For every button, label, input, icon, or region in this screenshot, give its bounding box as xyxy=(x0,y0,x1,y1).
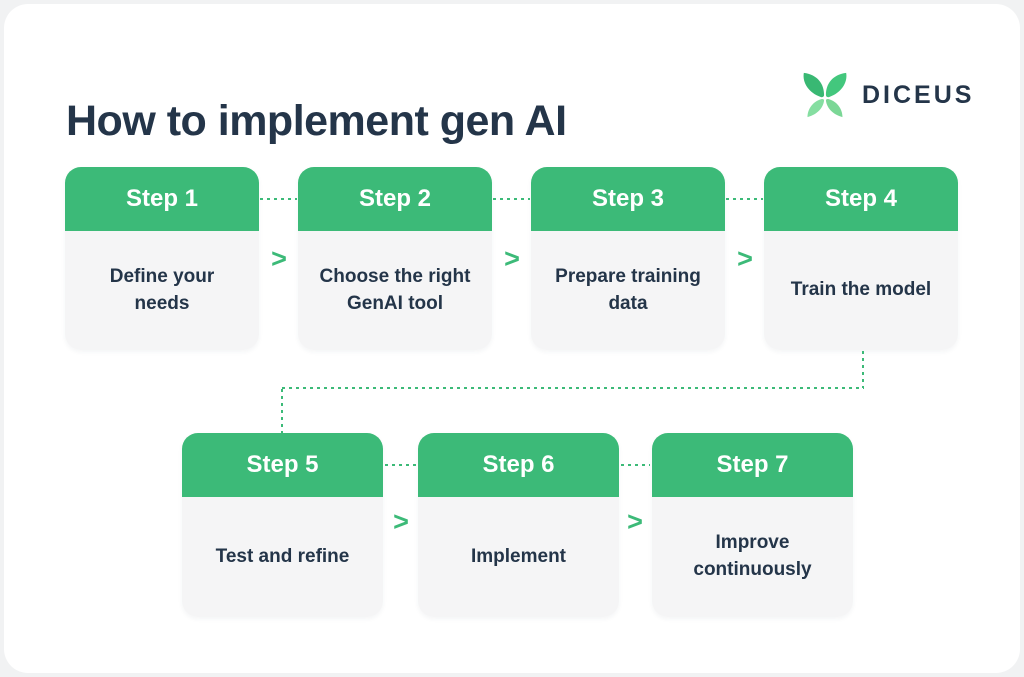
step-card-header: Step 6 xyxy=(418,433,619,497)
step-card-body: Define your needs xyxy=(65,231,259,350)
step-description: Test and refine xyxy=(215,545,350,567)
step-card-7: Step 7 Improve continuously xyxy=(652,433,853,617)
dashed-connector-step2-step3 xyxy=(493,198,530,200)
chevron-right-icon: > xyxy=(737,243,753,274)
step-card-header: Step 5 xyxy=(182,433,383,497)
infographic-canvas: How to implement gen AI DICEUS Step 1 De… xyxy=(4,4,1020,673)
step-card-body: Train the model xyxy=(764,231,958,350)
chevron-right-icon: > xyxy=(271,243,287,274)
dashed-connector-step5-step6 xyxy=(385,464,416,466)
chevron-right-icon: > xyxy=(627,506,643,537)
page-title: How to implement gen AI xyxy=(66,96,567,145)
step-label: Step 5 xyxy=(246,451,319,478)
step-card-body: Implement xyxy=(418,497,619,617)
diceus-logo: DICEUS xyxy=(797,72,974,118)
step-description: Implement xyxy=(470,545,567,567)
dashed-connector-step1-step2 xyxy=(260,198,297,200)
step-description: Choose the right GenAI tool xyxy=(319,265,471,314)
diceus-butterfly-icon xyxy=(803,72,847,118)
step-label: Step 6 xyxy=(482,451,555,478)
step-card-header: Step 2 xyxy=(298,167,492,231)
step-label: Step 4 xyxy=(824,185,898,212)
dashed-connector-step5-drop xyxy=(281,389,283,433)
step-card-6: Step 6 Implement xyxy=(418,433,619,617)
step-card-1: Step 1 Define your needs xyxy=(65,167,259,350)
diceus-logo-text: DICEUS xyxy=(862,80,975,109)
step-description: Define your needs xyxy=(109,265,215,314)
step-description: Improve continuously xyxy=(693,532,812,580)
step-card-2: Step 2 Choose the right GenAI tool xyxy=(298,167,492,350)
dashed-connector-row1-row2 xyxy=(282,387,864,389)
dashed-connector-step6-step7 xyxy=(621,464,650,466)
step-label: Step 1 xyxy=(125,185,199,212)
step-label: Step 3 xyxy=(591,185,665,212)
step-card-header: Step 1 xyxy=(65,167,259,231)
chevron-right-icon: > xyxy=(393,506,409,537)
step-label: Step 2 xyxy=(358,185,432,212)
step-card-body: Improve continuously xyxy=(652,497,853,617)
step-card-header: Step 7 xyxy=(652,433,853,497)
step-description: Prepare training data xyxy=(555,265,701,314)
step-description: Train the model xyxy=(790,279,932,301)
dashed-connector-step4-drop xyxy=(862,351,864,388)
step-label: Step 7 xyxy=(716,451,789,478)
step-card-header: Step 3 xyxy=(531,167,725,231)
step-card-5: Step 5 Test and refine xyxy=(182,433,383,617)
dashed-connector-step3-step4 xyxy=(726,198,763,200)
step-card-header: Step 4 xyxy=(764,167,958,231)
step-card-body: Choose the right GenAI tool xyxy=(298,231,492,350)
step-card-4: Step 4 Train the model xyxy=(764,167,958,350)
step-card-3: Step 3 Prepare training data xyxy=(531,167,725,350)
step-card-body: Prepare training data xyxy=(531,231,725,350)
chevron-right-icon: > xyxy=(504,243,520,274)
step-card-body: Test and refine xyxy=(182,497,383,617)
